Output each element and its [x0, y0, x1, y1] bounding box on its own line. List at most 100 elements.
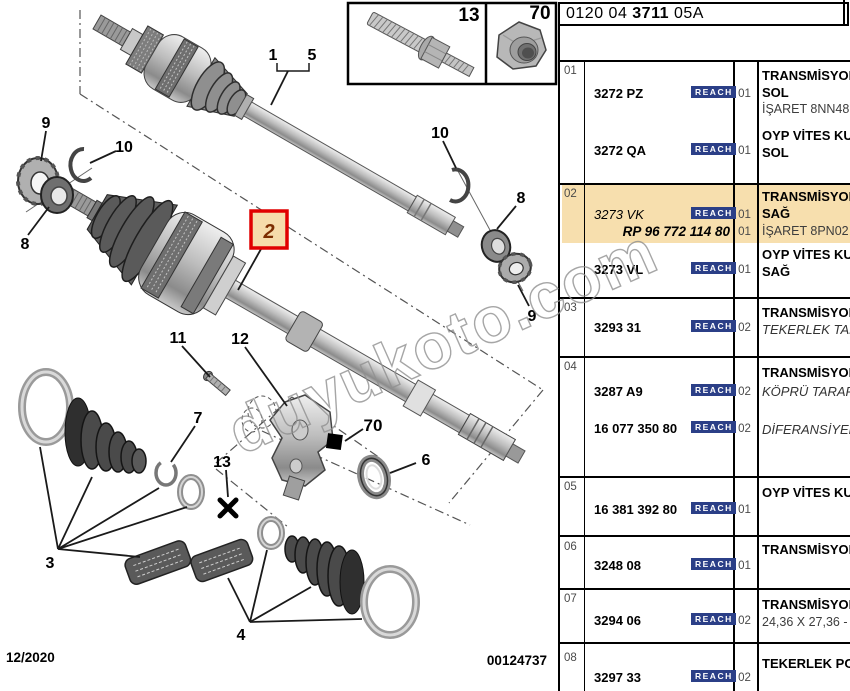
quantity: 02 [738, 615, 751, 627]
description-line: TRANSMİSYON [762, 542, 850, 557]
upper-drive-shaft [92, 14, 465, 238]
reach-badge[interactable]: REACH [691, 558, 736, 570]
column-divider [584, 644, 585, 691]
description-line: TRANSMİSYON [762, 68, 850, 83]
description-line: OYP VİTES KUT [762, 247, 850, 262]
parts-diagram: 2 1 5 9 10 8 10 8 9 11 12 7 13 70 6 3 4 … [6, 1, 558, 668]
grease-pack-right [190, 538, 254, 583]
reach-badge[interactable]: REACH [691, 421, 736, 433]
column-divider [584, 299, 585, 358]
table-row-07[interactable]: 07 3294 06 REACH 02 TRANSMİSYON 24,36 X … [558, 588, 850, 644]
hex-nut-70 [496, 21, 547, 70]
row-number: 04 [564, 361, 577, 373]
quantity: 01 [738, 145, 751, 157]
reach-badge[interactable]: REACH [691, 320, 736, 332]
description-line: DİFERANSİYEL [762, 422, 850, 437]
part-code: 3273 VL [594, 262, 644, 277]
part-code: 3297 33 [594, 670, 641, 685]
reach-badge[interactable]: REACH [691, 262, 736, 274]
part-code: 3287 A9 [594, 384, 643, 399]
callout-70: 70 [364, 416, 383, 435]
callout-10-right: 10 [431, 125, 449, 142]
callout-labels: 1 5 9 10 8 10 8 9 11 12 7 13 70 6 3 4 13… [21, 3, 551, 644]
callout-11: 11 [170, 330, 187, 347]
ring-nut-9-right [497, 252, 533, 284]
description-line: TRANSMİSYON [762, 305, 850, 320]
callout-8-right: 8 [517, 190, 526, 207]
reach-badge[interactable]: REACH [691, 86, 736, 98]
row-number: 08 [564, 652, 577, 664]
callout-9-right: 9 [528, 308, 537, 325]
quantity: 01 [738, 88, 751, 100]
table-row-01[interactable]: 01 3272 PZ REACH 01 TRANSMİSYON SOL İŞAR… [558, 60, 850, 183]
column-divider [757, 537, 759, 590]
reach-badge[interactable]: REACH [691, 613, 736, 625]
reach-badge[interactable]: REACH [691, 670, 736, 682]
part-code: 16 381 392 80 [594, 502, 678, 517]
inset-label-13: 13 [458, 5, 479, 26]
column-divider [584, 358, 585, 478]
callout-8-left: 8 [21, 236, 30, 253]
part-code: 3294 06 [594, 613, 641, 628]
column-divider [733, 358, 735, 478]
washer-8-right [480, 229, 512, 263]
column-divider [584, 185, 585, 299]
circlip-10-right [449, 167, 471, 204]
quantity: 01 [738, 226, 751, 238]
description-line: TRANSMİSYON [762, 365, 850, 380]
callout-7: 7 [194, 410, 203, 427]
column-divider [733, 62, 735, 183]
column-divider [757, 590, 759, 644]
row-number: 07 [564, 593, 577, 605]
quantity: 01 [738, 209, 751, 221]
reach-badge[interactable]: REACH [691, 502, 736, 514]
part-code: 16 077 350 80 [594, 421, 678, 436]
description-line: 24,36 X 27,36 - 1 [762, 615, 850, 629]
callout-6: 6 [422, 452, 431, 469]
header-code-suffix: 05A [669, 5, 704, 22]
column-divider [757, 62, 759, 183]
bolt-11 [203, 370, 231, 397]
bearing-bracket-12 [241, 394, 334, 501]
row-number: 06 [564, 541, 577, 553]
table-row-04[interactable]: 04 3287 A9 REACH 02 TRANSMİSYON KÖPRÜ TA… [558, 356, 850, 478]
part-code: 3273 VK [594, 207, 644, 222]
table-left-border [558, 24, 560, 60]
table-row-03[interactable]: 03 3293 31 REACH 02 TRANSMİSYON TEKERLEK… [558, 297, 850, 358]
reach-badge[interactable]: REACH [691, 143, 736, 155]
description-line: KÖPRÜ TARAFI [762, 384, 850, 399]
column-divider [757, 358, 759, 478]
quantity: 02 [738, 322, 751, 334]
grease-pack-left [124, 540, 192, 585]
callout-3: 3 [46, 555, 55, 572]
column-divider [584, 537, 585, 590]
reach-badge[interactable]: REACH [691, 384, 736, 396]
callout-12: 12 [231, 331, 249, 348]
table-row-06[interactable]: 06 3248 08 REACH 01 TRANSMİSYON [558, 535, 850, 590]
description-line: TEKERLEK TARA [762, 322, 850, 337]
description-line: SAĞ [762, 264, 791, 279]
row-number: 03 [564, 302, 577, 314]
callout-9-left: 9 [42, 115, 51, 132]
part-code: 3248 08 [594, 558, 641, 573]
leader-lines [27, 63, 530, 623]
footer-date: 12/2020 [6, 650, 55, 665]
header-right-divider [843, 0, 845, 24]
inset-label-70: 70 [529, 3, 550, 24]
table-row-08[interactable]: 08 3297 33 REACH 02 TEKERLEK POY [558, 642, 850, 691]
description-line: TRANSMİSYON [762, 189, 850, 204]
callout-2-box[interactable]: 2 [249, 209, 289, 250]
part-code: 3272 PZ [594, 86, 644, 101]
callout-1: 1 [269, 47, 278, 64]
table-row-05[interactable]: 05 16 381 392 80 REACH 01 OYP VİTES KUT [558, 476, 850, 537]
table-row-02-selected[interactable]: 02 3273 VK REACH RP 96 772 114 80 01 01 … [558, 183, 850, 299]
quantity: 02 [738, 672, 751, 684]
circlip-10-left [68, 147, 93, 183]
ring-6 [357, 454, 391, 500]
stud-bolt-13 [366, 12, 475, 78]
quantity: 02 [738, 423, 751, 435]
reach-badge[interactable]: REACH [691, 207, 736, 219]
part-code: 3293 31 [594, 320, 641, 335]
description-line: TRANSMİSYON [762, 597, 850, 612]
